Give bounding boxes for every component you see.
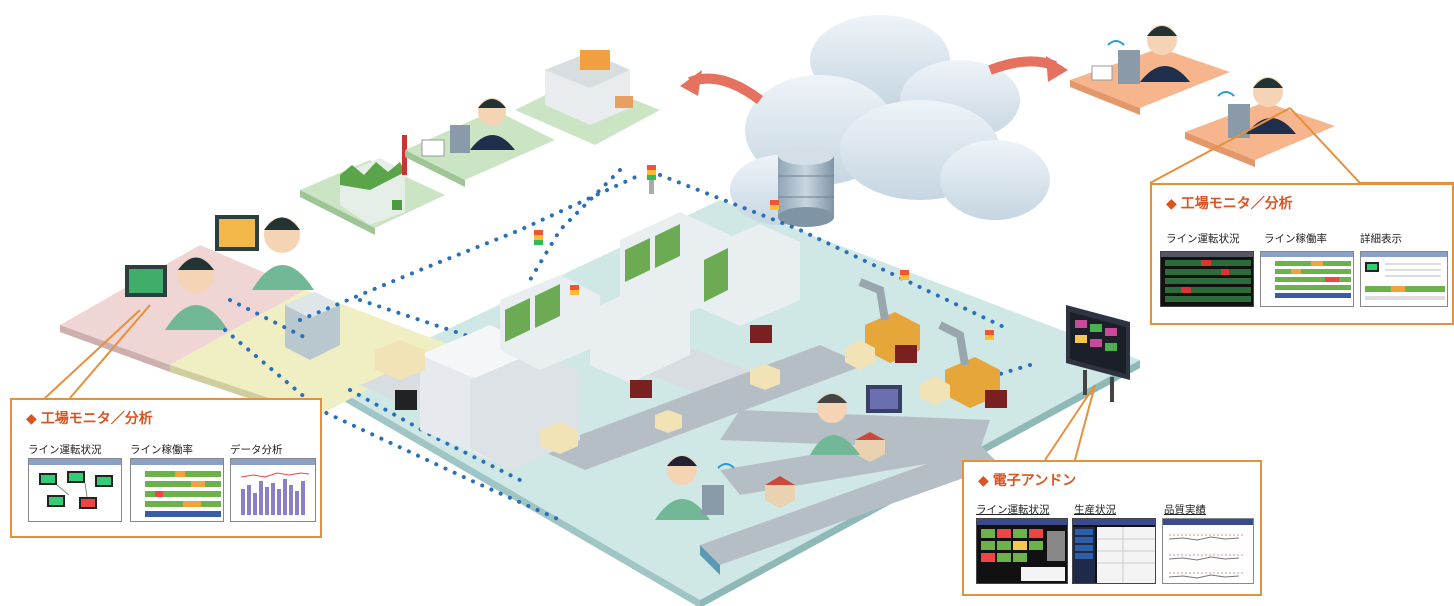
network-links bbox=[223, 168, 1032, 522]
thumbnail-line-status bbox=[28, 458, 122, 522]
callout-title: ◆電子アンドン bbox=[978, 473, 1077, 489]
office-building bbox=[515, 50, 660, 145]
callout-factory-monitor-left: ◆工場モニタ／分析 ライン運転状況 ライン稼働率 データ分析 bbox=[10, 398, 322, 538]
remote-worker-desk-2 bbox=[1185, 77, 1335, 167]
tablet-icon bbox=[1228, 104, 1250, 138]
thumbnail-line-utilization bbox=[130, 458, 224, 522]
mail-icon bbox=[421, 139, 445, 157]
arrow-to-remote bbox=[988, 56, 1058, 75]
thumbnail-graphic bbox=[131, 459, 223, 517]
database-icon bbox=[778, 145, 834, 227]
thumbnail-andon-line-status bbox=[976, 518, 1068, 584]
tablet-icon bbox=[1118, 50, 1140, 84]
line-workers bbox=[655, 393, 860, 520]
callout-title: ◆工場モニタ／分析 bbox=[26, 411, 153, 427]
remote-office-tile bbox=[405, 98, 555, 187]
callout-electronic-andon: ◆電子アンドン ライン運転状況 生産状況 品質実績 bbox=[962, 460, 1262, 596]
wifi-icon bbox=[1217, 91, 1235, 97]
control-panel bbox=[866, 385, 902, 413]
thumbnail-graphic bbox=[231, 459, 315, 515]
screen-label-line-utilization: ライン稼働率 bbox=[130, 444, 193, 456]
diamond-icon: ◆ bbox=[26, 411, 37, 427]
thumbnail-quality-results bbox=[1162, 518, 1254, 584]
tablet-icon bbox=[450, 125, 470, 153]
signal-tower-icon bbox=[534, 165, 994, 340]
thumbnail-graphic bbox=[1073, 519, 1155, 583]
thumbnail-data-analysis bbox=[230, 458, 316, 522]
andon-board-icon bbox=[1066, 305, 1130, 402]
screen-label-data-analysis: データ分析 bbox=[230, 444, 283, 456]
thumbnail-production-status bbox=[1072, 518, 1156, 584]
thumbnail-graphic bbox=[977, 519, 1067, 581]
screen-label-quality-results: 品質実績 bbox=[1164, 504, 1206, 516]
products bbox=[375, 340, 950, 508]
tablet-icon bbox=[702, 485, 724, 515]
mail-icon bbox=[1091, 65, 1113, 81]
thumbnail-graphic bbox=[1261, 252, 1353, 298]
screen-label-production-status: 生産状況 bbox=[1074, 504, 1116, 516]
thumbnail-graphic bbox=[29, 459, 121, 509]
factory-building bbox=[300, 135, 445, 235]
remote-worker-desk bbox=[1070, 25, 1230, 115]
thumbnail-line-utilization bbox=[1260, 251, 1354, 307]
screen-label-line-status: ライン運転状況 bbox=[1166, 233, 1240, 245]
thumbnail-line-status bbox=[1160, 251, 1254, 307]
diamond-icon: ◆ bbox=[978, 473, 989, 489]
robot-arm-icon bbox=[858, 278, 1007, 408]
arrow-head-right bbox=[1046, 56, 1068, 82]
wifi-icon bbox=[1107, 40, 1125, 46]
thumbnail-detail-view bbox=[1360, 251, 1448, 307]
arrow-head-left bbox=[680, 70, 702, 96]
arrow-to-office bbox=[688, 73, 763, 105]
screen-label-line-status: ライン運転状況 bbox=[28, 444, 102, 456]
thumbnail-graphic bbox=[1361, 252, 1447, 300]
wifi-icon bbox=[717, 463, 735, 469]
thumbnail-graphic bbox=[1161, 252, 1253, 302]
callout-factory-monitor-right: ◆工場モニタ／分析 ライン運転状況 ライン稼働率 詳細表示 bbox=[1150, 183, 1454, 325]
thumbnail-graphic bbox=[1163, 519, 1253, 579]
screen-label-line-status: ライン運転状況 bbox=[976, 504, 1050, 516]
screen-label-detail-view: 詳細表示 bbox=[1360, 233, 1402, 245]
screen-label-line-utilization: ライン稼働率 bbox=[1264, 233, 1327, 245]
callout-title: ◆工場モニタ／分析 bbox=[1166, 196, 1293, 212]
diamond-icon: ◆ bbox=[1166, 196, 1177, 212]
